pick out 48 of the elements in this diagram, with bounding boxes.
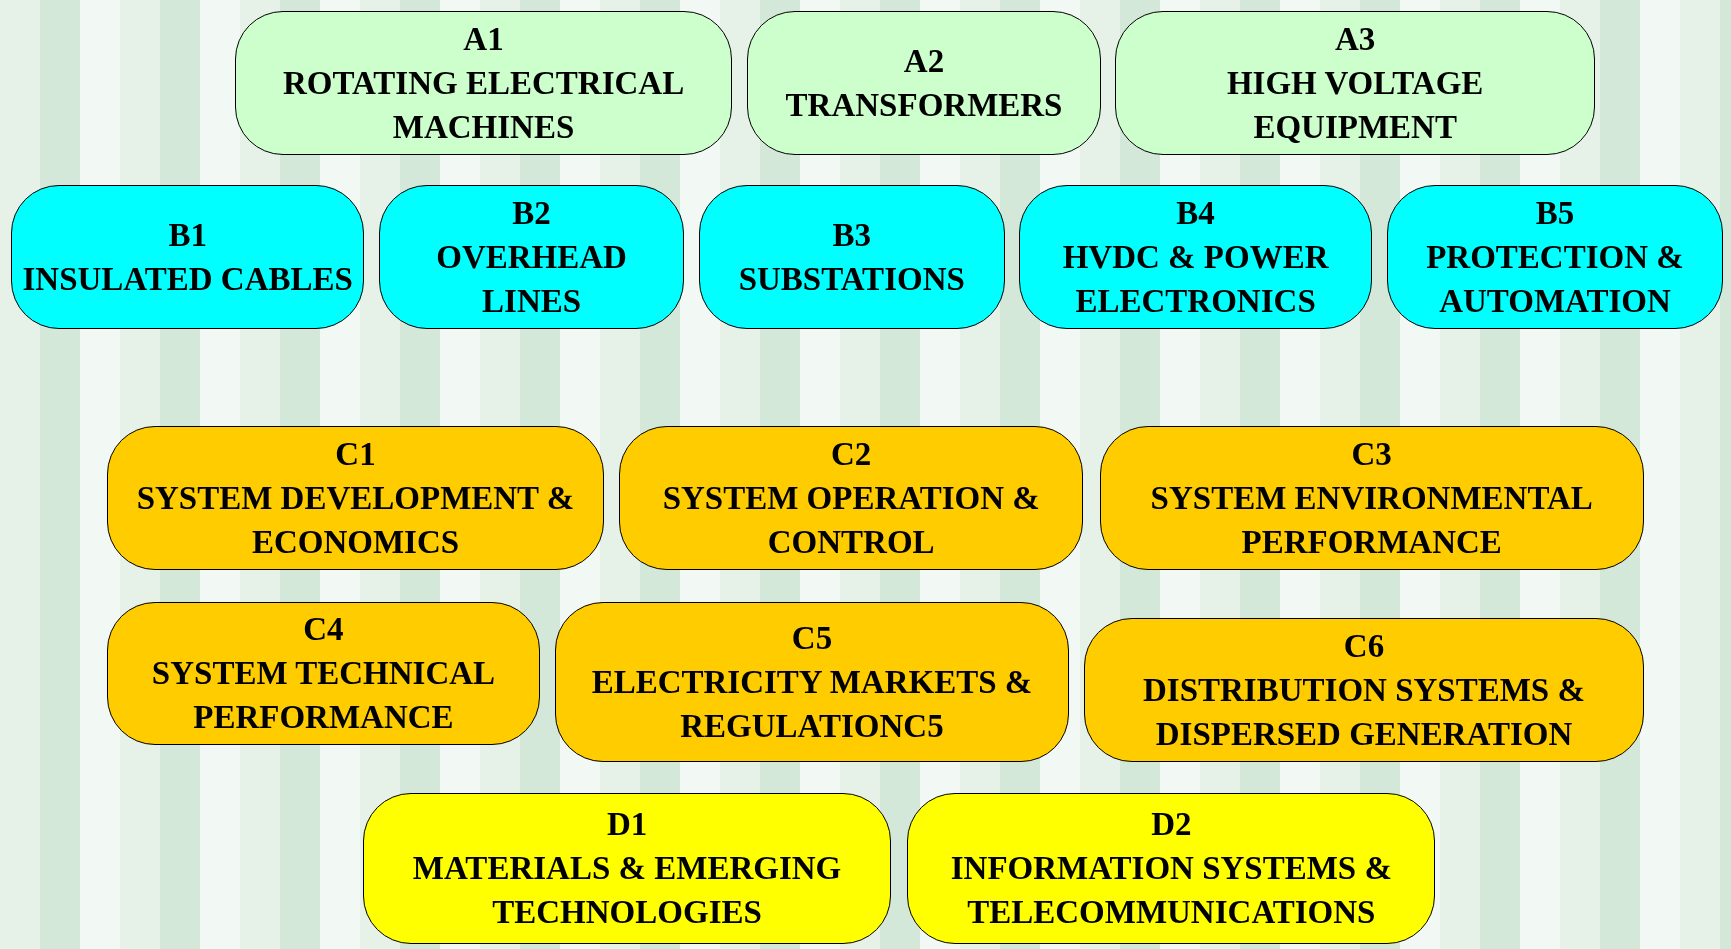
category-title: MATERIALS & EMERGING TECHNOLOGIES (411, 849, 843, 933)
category-code: C4 (303, 610, 344, 650)
category-title: TRANSFORMERS (785, 85, 1063, 125)
category-code: C6 (1343, 627, 1385, 666)
category-title: ROTATING ELECTRICAL MACHINES (281, 63, 686, 147)
category-box (1019, 185, 1373, 329)
category-title: SUBSTATIONS (738, 260, 965, 300)
category-box (235, 11, 732, 155)
category-title: PROTECTION & AUTOMATION (1425, 238, 1685, 322)
category-title: DISTRIBUTION SYSTEMS & DISPERSED GENERATION (1142, 671, 1586, 754)
category-title: ELECTRICITY MARKETS & REGULATIONC5 (590, 662, 1034, 746)
category-box (1115, 11, 1596, 155)
category-box (1084, 618, 1644, 762)
category-code: C3 (1351, 434, 1392, 474)
category-box (1386, 185, 1724, 329)
category-title: SYSTEM OPERATION & CONTROL (661, 478, 1041, 562)
category-box (907, 792, 1436, 944)
category-code: B2 (512, 194, 551, 234)
category-title: INSULATED CABLES (22, 260, 353, 300)
category-code: B1 (168, 216, 207, 256)
category-box (619, 426, 1083, 570)
category-title: INFORMATION SYSTEMS & TELECOMMUNICATIONS (949, 849, 1393, 933)
category-code: B3 (832, 216, 871, 256)
category-title: SYSTEM ENVIRONMENTAL PERFORMANCE (1149, 478, 1594, 562)
category-box (555, 601, 1069, 762)
category-box (107, 601, 540, 746)
category-code: D1 (606, 805, 648, 845)
category-code: C1 (335, 434, 376, 474)
category-box (378, 185, 685, 329)
category-title: HIGH VOLTAGE EQUIPMENT (1225, 63, 1485, 147)
category-title: SYSTEM TECHNICAL PERFORMANCE (150, 654, 497, 738)
category-title: HVDC & POWER ELECTRONICS (1061, 238, 1330, 322)
category-box (107, 426, 604, 570)
category-code: C5 (791, 618, 833, 658)
category-title: OVERHEAD LINES (435, 238, 628, 322)
category-code: A2 (903, 41, 945, 81)
category-code: B4 (1176, 194, 1215, 234)
category-box (698, 185, 1005, 329)
category-box (11, 185, 365, 329)
category-code: D2 (1151, 805, 1192, 845)
category-title: SYSTEM DEVELOPMENT & ECONOMICS (135, 478, 576, 562)
category-code: A1 (463, 19, 504, 59)
category-code: C2 (831, 434, 872, 474)
category-box (1099, 426, 1644, 570)
category-code: B5 (1535, 194, 1575, 234)
category-code: A3 (1334, 19, 1376, 59)
category-box (363, 792, 891, 944)
category-box (747, 11, 1101, 155)
